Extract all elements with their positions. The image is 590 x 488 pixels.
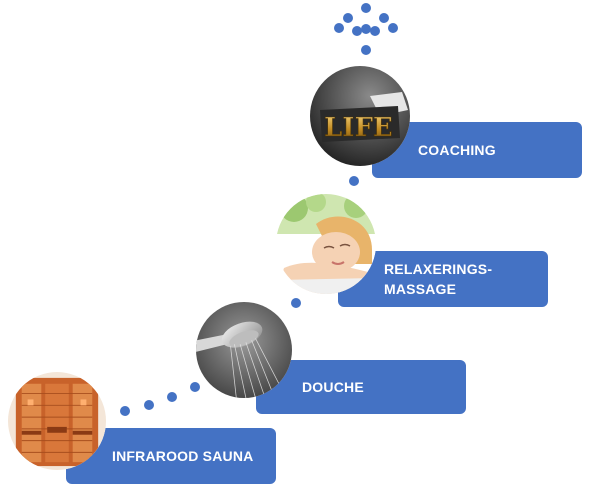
step-relaxeringsmassage-box: RELAXERINGS- MASSAGE xyxy=(338,251,548,307)
path-dot xyxy=(361,3,371,13)
coaching-image: LIFE xyxy=(310,66,410,166)
path-dot xyxy=(370,26,380,36)
massage-image xyxy=(276,194,376,294)
path-dot xyxy=(343,13,353,23)
life-letters-icon: LIFE xyxy=(310,66,410,166)
path-dot xyxy=(361,24,371,34)
path-dot xyxy=(334,23,344,33)
shower-image xyxy=(196,302,292,398)
step-douche-box: DOUCHE xyxy=(256,360,466,414)
step-label-line1: RELAXERINGS- xyxy=(384,261,493,277)
sauna-image xyxy=(8,372,106,470)
sauna-cabin-icon xyxy=(8,372,106,470)
step-label: DOUCHE xyxy=(302,379,364,395)
step-label: INFRAROOD SAUNA xyxy=(112,448,254,464)
step-label: COACHING xyxy=(418,142,496,158)
path-dot xyxy=(388,23,398,33)
step-label-line2: MASSAGE xyxy=(384,281,457,297)
logo-text: LIFE xyxy=(324,113,393,143)
path-dot xyxy=(144,400,154,410)
relaxed-face-icon xyxy=(276,194,376,294)
path-dot xyxy=(361,45,371,55)
path-dot xyxy=(379,13,389,23)
shower-head-icon xyxy=(196,302,292,398)
path-dot xyxy=(190,382,200,392)
path-dot xyxy=(120,406,130,416)
path-dot xyxy=(349,176,359,186)
path-dot xyxy=(291,298,301,308)
path-dot xyxy=(352,26,362,36)
path-dot xyxy=(167,392,177,402)
